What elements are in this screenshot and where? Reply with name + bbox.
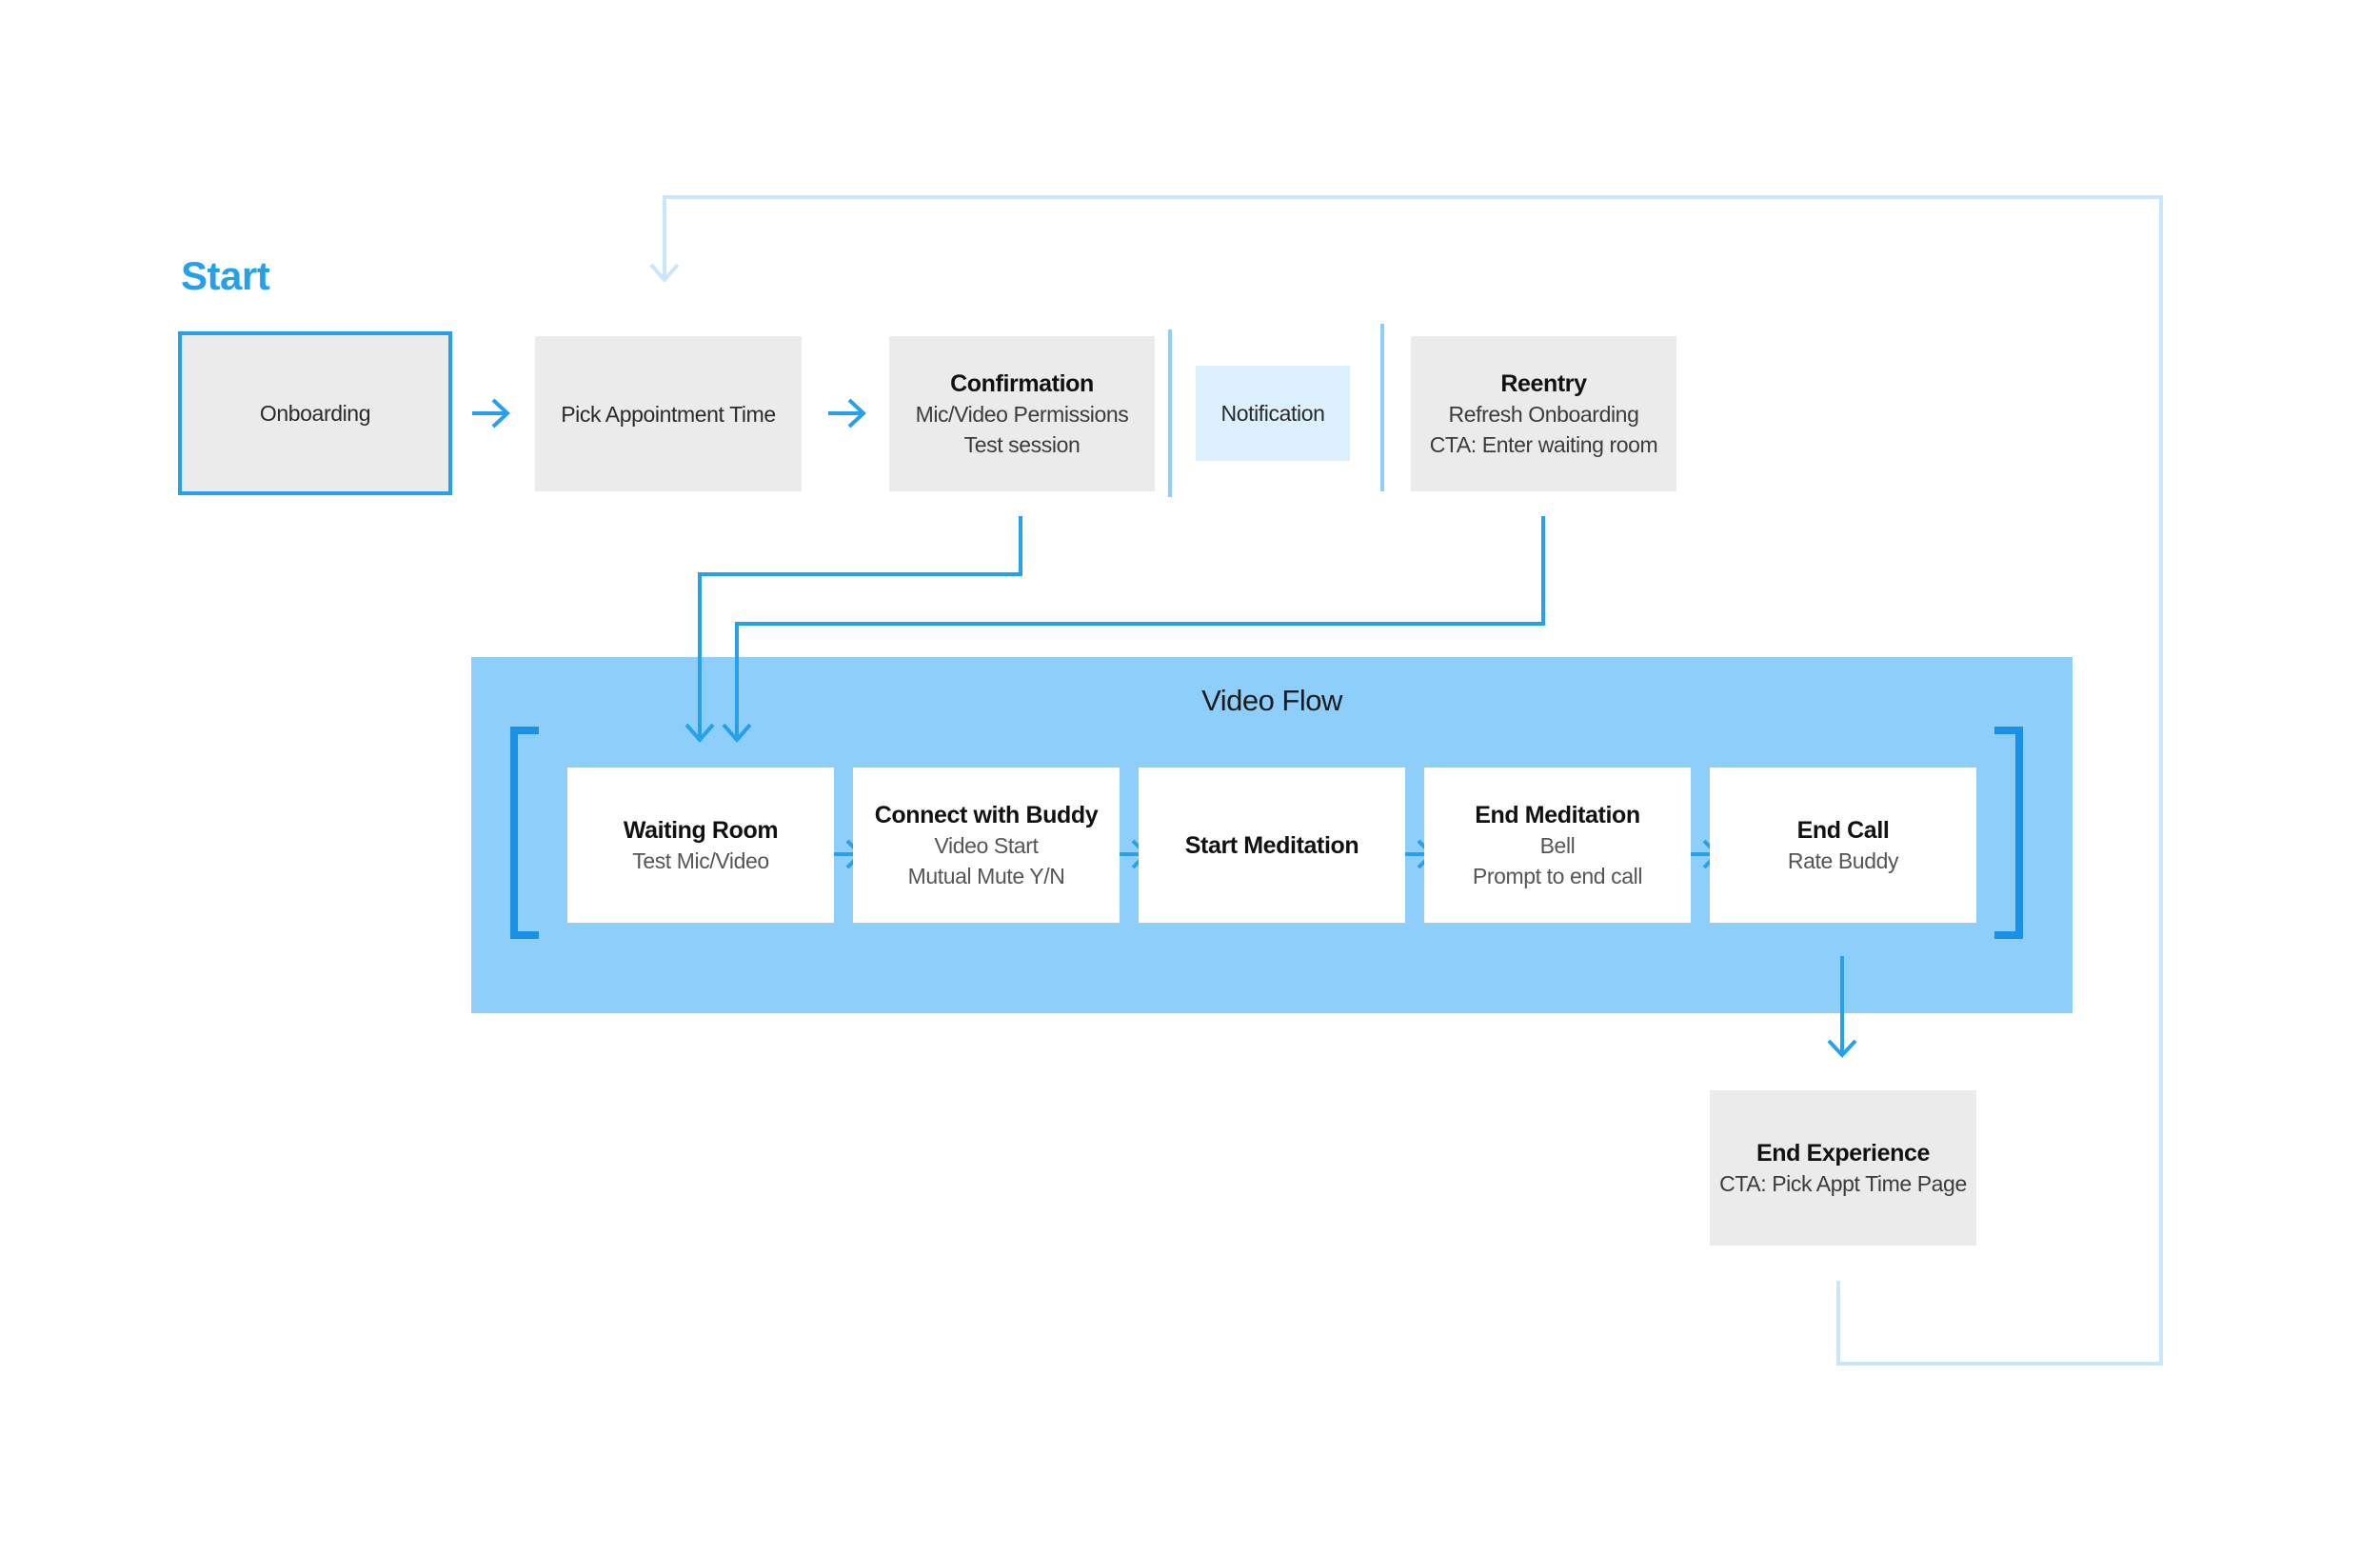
node-title: Pick Appointment Time (561, 401, 776, 427)
node-waiting-room[interactable]: Waiting Room Test Mic/Video (567, 768, 834, 923)
node-title: Notification (1220, 401, 1325, 426)
node-line-2: Mutual Mute Y/N (907, 863, 1065, 888)
node-title: Connect with Buddy (874, 801, 1099, 828)
node-end-meditation[interactable]: End Meditation Bell Prompt to end call (1424, 768, 1691, 923)
node-line-2: Prompt to end call (1472, 863, 1643, 888)
node-title: End Experience (1756, 1139, 1930, 1167)
arrowhead-icon (722, 723, 752, 744)
node-line-1: Bell (1539, 832, 1576, 858)
node-connect-with-buddy[interactable]: Connect with Buddy Video Start Mutual Mu… (853, 768, 1120, 923)
node-title: Confirmation (950, 369, 1094, 397)
node-pick-appointment-time[interactable]: Pick Appointment Time (535, 336, 802, 491)
loop-back-arrowhead-icon (649, 263, 680, 284)
node-reentry[interactable]: Reentry Refresh Onboarding CTA: Enter wa… (1411, 336, 1676, 491)
reentry-to-waiting-room-connector (735, 516, 1545, 738)
node-title: Start Meditation (1184, 831, 1359, 859)
start-label: Start (181, 253, 270, 298)
node-confirmation[interactable]: Confirmation Mic/Video Permissions Test … (889, 336, 1155, 491)
confirmation-to-waiting-room-connector (698, 516, 1022, 738)
node-title: End Meditation (1475, 801, 1640, 828)
arrowhead-icon (684, 723, 715, 744)
loop-back-connector (663, 195, 2163, 1366)
node-line-1: Mic/Video Permissions (915, 401, 1129, 427)
node-notification[interactable]: Notification (1196, 366, 1350, 461)
node-line-2: Test session (963, 431, 1081, 457)
node-line-1: Test Mic/Video (632, 848, 769, 873)
node-end-experience[interactable]: End Experience CTA: Pick Appt Time Page (1710, 1090, 1976, 1246)
node-end-call[interactable]: End Call Rate Buddy (1710, 768, 1976, 923)
node-line-2: CTA: Enter waiting room (1429, 431, 1658, 457)
arrowhead-icon (1827, 1039, 1857, 1058)
arrowhead-icon (847, 398, 866, 429)
node-line-1: Video Start (934, 832, 1039, 858)
arrowhead-icon (491, 398, 510, 429)
node-onboarding[interactable]: Onboarding (178, 331, 452, 495)
left-bracket (510, 727, 539, 939)
node-start-meditation[interactable]: Start Meditation (1139, 768, 1405, 923)
video-flow-title: Video Flow (1201, 684, 1342, 717)
node-line-1: CTA: Pick Appt Time Page (1719, 1170, 1967, 1196)
node-title: Waiting Room (623, 816, 779, 844)
right-bracket (1994, 727, 2023, 939)
node-title: Reentry (1500, 369, 1587, 397)
node-line-1: Rate Buddy (1787, 848, 1899, 873)
node-title: End Call (1796, 816, 1890, 844)
node-title: Onboarding (259, 401, 371, 426)
node-line-1: Refresh Onboarding (1448, 401, 1639, 427)
